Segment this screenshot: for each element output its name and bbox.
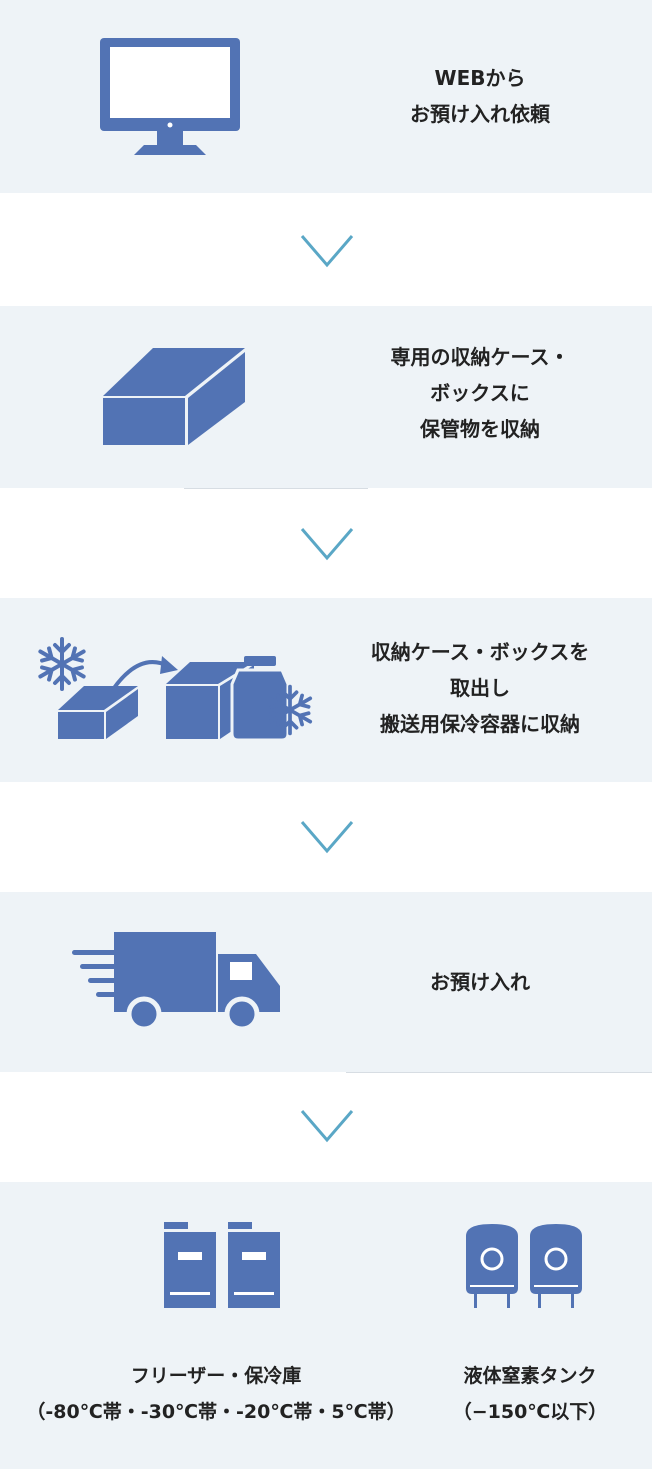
destination-label-freezer: フリーザー・保冷庫 （-80℃帯・-30℃帯・-20℃帯・5℃帯）: [4, 1358, 428, 1430]
step-label-line: お預け入れ依頼: [410, 102, 550, 126]
monitor-icon: [100, 38, 240, 156]
step-transfer: 収納ケース・ボックスを 取出し 搬送用保冷容器に収納: [0, 598, 652, 782]
destination-label-line: （-80℃帯・-30℃帯・-20℃帯・5℃帯）: [26, 1401, 406, 1423]
divider: [184, 488, 368, 489]
step-deposit: お預け入れ: [0, 892, 652, 1072]
step-label-line: 保管物を収納: [420, 417, 540, 441]
step-label: 収納ケース・ボックスを 取出し 搬送用保冷容器に収納: [340, 634, 620, 742]
curved-arrow-icon: [110, 650, 180, 692]
step-label-line: 収納ケース・ボックスを: [370, 640, 590, 664]
chevron-down-icon: [300, 527, 354, 561]
step-label-line: ボックスに: [430, 381, 530, 405]
box-icon: [103, 348, 245, 448]
step-label-line: 搬送用保冷容器に収納: [380, 712, 580, 736]
step-storage-destinations: フリーザー・保冷庫 （-80℃帯・-30℃帯・-20℃帯・5℃帯） 液体窒素タン…: [0, 1182, 652, 1469]
divider: [346, 1072, 652, 1073]
chevron-down-icon: [300, 234, 354, 268]
destination-label-tank: 液体窒素タンク （−150℃以下）: [424, 1358, 636, 1430]
step-label-line: 取出し: [450, 676, 510, 700]
step-label-line: WEBから: [434, 66, 526, 90]
step-label-line: 専用の収納ケース・: [390, 345, 570, 369]
step-label: WEBから お預け入れ依頼: [340, 60, 620, 132]
snowflake-icon: [34, 636, 90, 692]
step-label: お預け入れ: [340, 964, 620, 1000]
chevron-down-icon: [300, 1109, 354, 1143]
step-storage-box: 専用の収納ケース・ ボックスに 保管物を収納: [0, 306, 652, 488]
step-label-line: お預け入れ: [430, 970, 530, 994]
chevron-down-icon: [300, 820, 354, 854]
freezer-icon: [164, 1222, 280, 1308]
cooler-bottle-icon: [230, 656, 290, 742]
nitrogen-tank-icon: [466, 1222, 584, 1308]
destination-label-line: （−150℃以下）: [452, 1401, 608, 1423]
step-web-request: WEBから お預け入れ依頼: [0, 0, 652, 193]
truck-icon: [70, 932, 282, 1032]
destination-label-line: 液体窒素タンク: [463, 1365, 597, 1387]
snowflake-icon: [262, 682, 318, 738]
destination-label-line: フリーザー・保冷庫: [130, 1365, 302, 1387]
small-box-icon: [58, 686, 138, 740]
step-label: 専用の収納ケース・ ボックスに 保管物を収納: [340, 339, 620, 447]
